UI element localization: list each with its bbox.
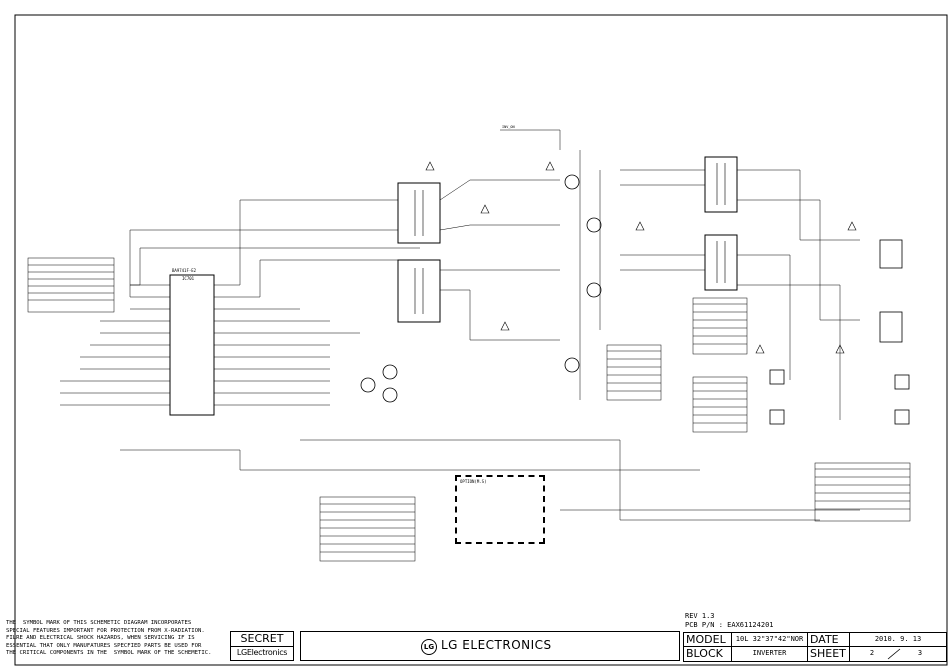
model-label: MODEL [684,633,732,647]
title-block: MODEL 10L 32"37"42"NOR DATE 2010. 9. 13 … [683,632,947,662]
lg-small-label: LGElectronics [236,648,288,657]
transformer-t4 [704,234,738,291]
fet-1 [769,369,785,385]
lg-logo-icon: LG [421,639,437,655]
sheet-label: SHEET [808,647,850,661]
transistor-q5 [360,377,376,393]
notice-line-2: SPECIAL FEATURES IMPORTANT FOR PROTECTIO… [6,627,205,634]
option-block-label: OPTION(M.S) [460,479,487,484]
table-1 [27,257,115,313]
sheet-value: 2 [869,649,875,657]
sheet-slash [887,648,901,660]
transistor-q1 [564,174,580,190]
date-value: 2010. 9. 13 [850,633,946,647]
transistor-q2 [586,217,602,233]
fet-4 [894,409,910,425]
safety-notice: THE SYMBOL MARK OF THIS SCHEMETIC DIAGRA… [6,620,211,658]
fet-3 [894,374,910,390]
date-label: DATE [808,633,850,647]
rev-label: REV 1.3 [685,612,715,620]
ic-ref: IC701 [182,276,195,281]
table-3 [606,344,662,401]
option-block: OPTION(M.S) [455,475,545,544]
pcb-label: PCB P/N : EAX61124201 [685,620,774,629]
transistor-q3 [586,282,602,298]
ic-label: BA9741F-E2 [172,268,197,273]
table-5 [692,376,748,433]
block-label: BLOCK [684,647,732,661]
transistor-q6 [382,364,398,380]
table-4 [692,297,748,355]
inv-on-label: INV_ON [502,125,515,129]
transistor-q7 [382,387,398,403]
transformer-t2 [397,259,441,323]
table-2 [319,496,416,562]
sheet-border [14,14,948,666]
transformer-t1 [397,182,441,244]
transformer-t3 [704,156,738,213]
notice-line-3: FILRE AND ELECTRICAL SHOCK HAZARDS, WHEN… [6,635,195,642]
connector-p1 [879,239,903,269]
table-6 [814,462,911,522]
notice-line-5: THE CRITICAL COMPONENTS IN THE SYMBOL MA… [6,650,212,657]
notice-line-4: ESSENTIAL THAT ONLY MANUFATURES SPECFIED… [6,642,202,649]
ic-body [169,274,215,416]
notice-line-1: THE SYMBOL MARK OF THIS SCHEMETIC DIAGRA… [6,620,192,626]
transistor-q4 [564,357,580,373]
block-value: INVERTER [732,647,808,661]
revision-info: REV 1.3 PCB P/N : EAX61124201 [685,612,774,629]
fet-2 [769,409,785,425]
secret-label: SECRET [231,632,293,647]
connector-p2 [879,311,903,343]
lg-logo-box: LG LG ELECTRONICS [300,631,680,661]
sheet-total: 3 [917,649,923,657]
secret-box: SECRET LGElectronics [230,631,294,661]
model-value: 10L 32"37"42"NOR [732,633,808,647]
lg-logo-text: LG ELECTRONICS [441,638,552,652]
